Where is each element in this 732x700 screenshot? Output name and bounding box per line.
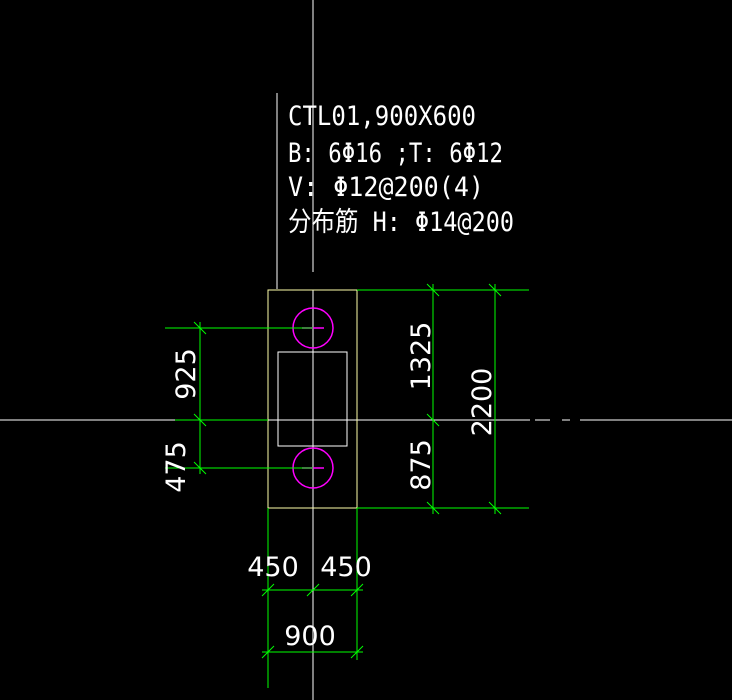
left-dimension-lines bbox=[165, 321, 313, 475]
left-tick-mid bbox=[193, 413, 207, 427]
pile-cap-outline[interactable] bbox=[267, 289, 358, 509]
dim-450-right: 450 bbox=[320, 552, 372, 583]
inner-rectangle bbox=[277, 351, 348, 447]
bottom-tick-1-left bbox=[261, 583, 275, 597]
note-line-2: B: 6Φ16 ;T: 6Φ12 bbox=[288, 138, 503, 169]
bottom-dimension-lines bbox=[261, 508, 364, 688]
bottom-tick-2-right bbox=[350, 645, 364, 659]
dim-1325: 1325 bbox=[406, 322, 437, 391]
bottom-tick-1-mid bbox=[306, 583, 320, 597]
right-dimension-lines bbox=[357, 283, 529, 515]
right-total-tick-top bbox=[488, 283, 502, 297]
right-inner-tick-mid bbox=[426, 413, 440, 427]
dim-900: 900 bbox=[284, 621, 336, 652]
bottom-tick-2-left bbox=[261, 645, 275, 659]
annotation-note: CTL01,900X600 B: 6Φ16 ;T: 6Φ12 V: Φ12@20… bbox=[288, 101, 514, 238]
right-inner-tick-bottom bbox=[426, 501, 440, 515]
dim-925: 925 bbox=[171, 348, 202, 400]
dim-875: 875 bbox=[406, 439, 437, 491]
right-total-tick-bottom bbox=[488, 501, 502, 515]
left-tick-bottom bbox=[193, 461, 207, 475]
dim-475: 475 bbox=[161, 441, 192, 493]
note-line-3: V: Φ12@200(4) bbox=[288, 172, 484, 203]
dim-2200: 2200 bbox=[467, 368, 498, 437]
bottom-tick-1-right bbox=[350, 583, 364, 597]
right-inner-tick-top bbox=[426, 283, 440, 297]
note-line-4: 分布筋 H: Φ14@200 bbox=[288, 207, 514, 238]
dim-450-left: 450 bbox=[247, 552, 299, 583]
left-tick-top bbox=[193, 321, 207, 335]
note-line-1: CTL01,900X600 bbox=[288, 101, 476, 132]
